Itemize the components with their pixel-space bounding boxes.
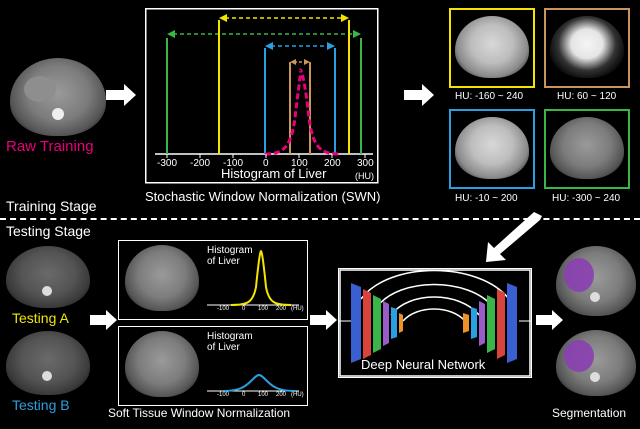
dnn-label: Deep Neural Network [361, 357, 486, 372]
tick-label: -200 [190, 158, 211, 169]
stwn-label: Soft Tissue Window Normalization [108, 406, 291, 420]
spine [42, 286, 52, 296]
mini-tick: 100 [258, 392, 269, 398]
swn-histogram-panel: -300 -200 -100 0 100 200 300 Histogram o… [145, 8, 389, 184]
spine [590, 292, 600, 302]
window-image-green [544, 109, 630, 189]
right-arrow-icon [536, 310, 563, 330]
window-image-blue [449, 109, 535, 189]
liver-region [24, 76, 56, 102]
testing-b-label: Testing B [12, 397, 70, 413]
tick-label: -100 [223, 158, 244, 169]
mini-tick: -100 [217, 392, 230, 398]
testing-a-ct-image [6, 246, 90, 308]
right-arrow-icon [106, 84, 136, 106]
mini-tick: -100 [217, 306, 230, 312]
spine [52, 108, 64, 120]
dnn-panel: Deep Neural Network [338, 268, 532, 378]
hist-title: Histogram [207, 331, 253, 342]
window-label-yellow: HU: -160 ~ 240 [455, 91, 524, 102]
mini-tick: 0 [242, 392, 246, 398]
raw-training-ct-image [10, 58, 106, 136]
window-image-brown [544, 8, 630, 88]
swn-label: Stochastic Window Normalization (SWN) [145, 189, 381, 204]
segmentation-ct-a [556, 246, 636, 316]
tick-label: 200 [324, 158, 341, 169]
tick-label: 0 [263, 158, 269, 169]
mini-unit: (HU) [291, 392, 304, 398]
stwn-panel-a: Histogram of Liver -100 0 100 200 (HU) [118, 240, 308, 320]
histogram-title: Histogram of Liver [221, 166, 327, 181]
ct-image [550, 117, 624, 179]
spine [42, 371, 52, 381]
spine [590, 372, 600, 382]
tick-label: 300 [357, 158, 374, 169]
hist-title: of Liver [207, 256, 240, 267]
segmentation-label: Segmentation [552, 406, 627, 420]
axis-unit: (HU) [355, 171, 374, 181]
hist-title: of Liver [207, 342, 240, 353]
ct-image [125, 245, 199, 311]
dnn-diagram [339, 269, 531, 377]
mini-histogram-a [207, 249, 299, 306]
window-image-yellow [449, 8, 535, 88]
segmentation-ct-b [556, 330, 636, 396]
diagonal-arrow-icon [486, 212, 542, 262]
training-stage-label: Training Stage [6, 198, 97, 214]
tick-label: 100 [291, 158, 308, 169]
raw-training-label: Raw Training [6, 138, 94, 155]
ct-image [455, 117, 529, 179]
window-label-blue: HU: -10 ~ 200 [455, 193, 518, 204]
hist-title: Histogram [207, 245, 253, 256]
right-arrow-icon [310, 310, 337, 330]
ct-image [550, 16, 624, 78]
stwn-panel-b: Histogram of Liver -100 0 100 200 (HU) [118, 326, 308, 406]
mini-tick: 200 [276, 306, 287, 312]
stage-divider [0, 218, 640, 220]
liver-overlay [564, 258, 594, 292]
testing-stage-label: Testing Stage [6, 223, 91, 239]
mini-tick: 200 [276, 392, 287, 398]
tick-label: -300 [157, 158, 178, 169]
testing-a-label: Testing A [12, 310, 69, 326]
liver-overlay [564, 340, 594, 372]
ct-image [455, 16, 529, 78]
window-label-brown: HU: 60 ~ 120 [557, 91, 617, 102]
right-arrow-icon [404, 84, 434, 106]
mini-histogram-b [207, 373, 299, 392]
testing-b-ct-image [6, 331, 90, 395]
ct-image [125, 331, 199, 397]
window-label-green: HU: -300 ~ 240 [552, 193, 621, 204]
mini-tick: 100 [258, 306, 269, 312]
right-arrow-icon [90, 310, 117, 330]
swn-histogram-chart [145, 8, 379, 184]
mini-unit: (HU) [291, 306, 304, 312]
mini-tick: 0 [242, 306, 246, 312]
